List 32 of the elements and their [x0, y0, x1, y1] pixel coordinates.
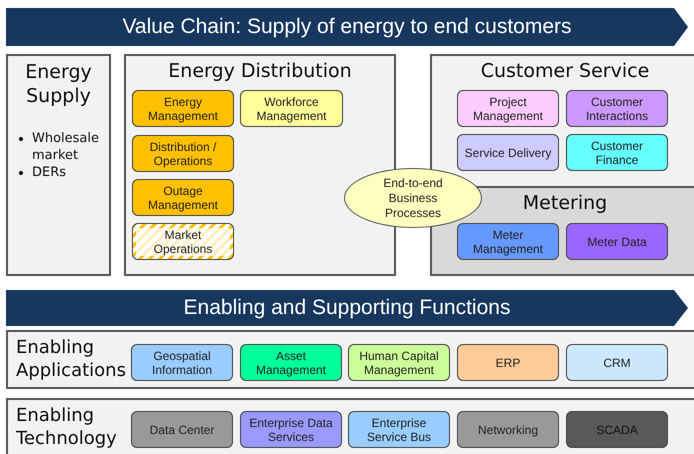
panel-heading: Energy Supply [24, 60, 93, 108]
panel-heading: Enabling Technology [16, 404, 118, 450]
function-box: Workforce Management [240, 90, 343, 127]
layer-panel [6, 330, 694, 389]
bullet-text: DERs [32, 165, 66, 180]
panel-heading: Customer Service [480, 60, 650, 82]
panel-heading: Enabling Applications [16, 336, 127, 382]
function-box: Enterprise Service Bus [348, 411, 450, 448]
function-box: Energy Management [132, 90, 234, 127]
title-banner: Value Chain: Supply of energy to end customers [6, 8, 688, 46]
function-box: Service Delivery [457, 134, 559, 171]
function-box: SCADA [566, 411, 668, 448]
panel-heading: Energy Distribution [167, 60, 353, 82]
bullet-text: Wholesale market [32, 131, 100, 163]
function-box: Outage Management [132, 179, 234, 216]
function-box: Asset Management [240, 344, 342, 381]
function-box: Meter Management [457, 223, 559, 260]
section-panel [6, 54, 111, 276]
function-box: Project Management [457, 90, 559, 127]
function-box: CRM [566, 344, 668, 381]
function-box: Distribution / Operations [132, 135, 234, 172]
function-box: Customer Interactions [566, 90, 668, 127]
function-box: Data Center [131, 411, 233, 448]
function-box: Customer Finance [566, 134, 668, 171]
function-box: Geospatial Information [131, 344, 233, 381]
layer-panel [6, 398, 694, 454]
function-box: Human Capital Management [348, 344, 450, 381]
function-box: Networking [457, 411, 559, 448]
function-box: Meter Data [566, 223, 668, 260]
box-label: Market Operations [136, 228, 230, 256]
function-box: ERP [457, 344, 559, 381]
function-box: Enterprise Data Services [240, 411, 342, 448]
